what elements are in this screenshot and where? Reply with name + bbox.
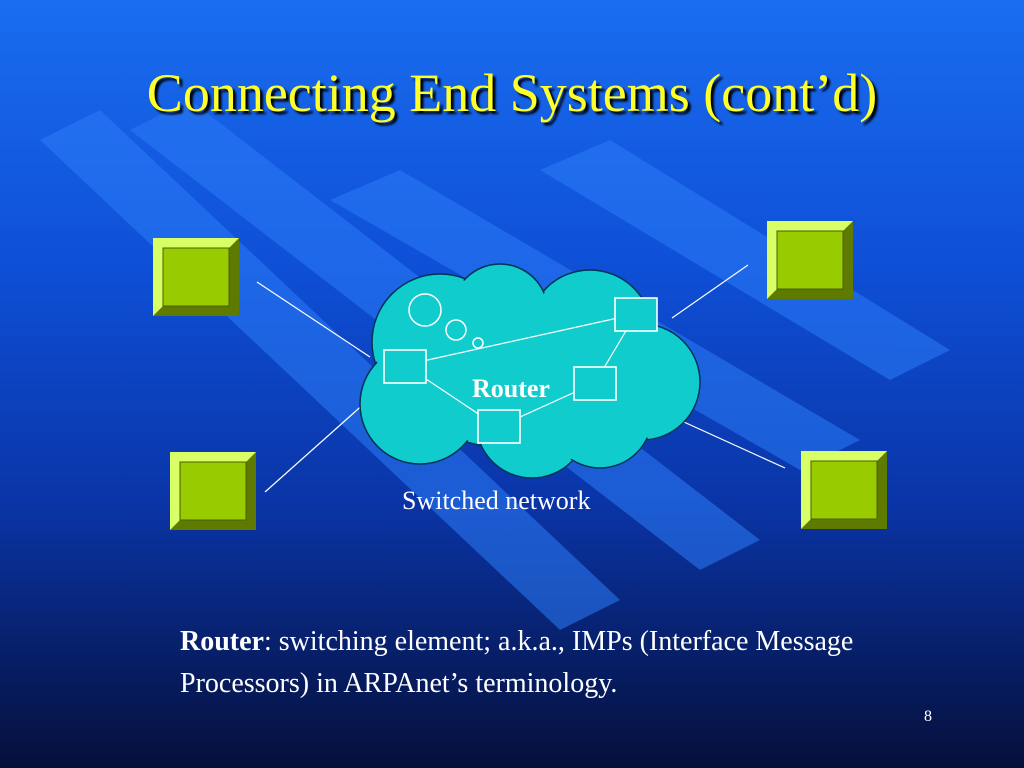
router-left xyxy=(383,349,427,384)
definition-text: : switching element; a.k.a., IMPs (Inter… xyxy=(180,626,854,699)
routers xyxy=(383,297,658,444)
router-top-right xyxy=(614,297,658,332)
cloud-bubbles xyxy=(408,293,484,349)
definition-term: Router xyxy=(180,626,264,657)
network-label: Switched network xyxy=(402,486,591,515)
router-label: Router xyxy=(472,374,550,403)
router-definition: Router: switching element; a.k.a., IMPs … xyxy=(180,621,900,705)
slide-title: Connecting End Systems (cont’d) xyxy=(146,63,878,123)
end-system-top-left xyxy=(153,238,239,316)
end-system-bottom-right xyxy=(801,451,887,529)
page-number: 8 xyxy=(924,708,932,725)
router-bottom xyxy=(477,409,521,444)
end-system-top-right xyxy=(767,221,853,299)
router-center xyxy=(573,366,617,401)
end-system-bottom-left xyxy=(170,452,256,530)
